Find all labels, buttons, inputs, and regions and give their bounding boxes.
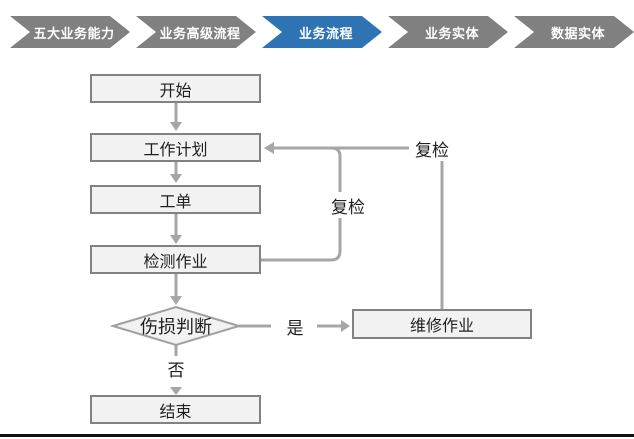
arrowhead-into-workorder: [170, 174, 182, 183]
flow-node-label: 结束: [159, 403, 192, 421]
nav-step-label: 业务实体: [424, 25, 479, 41]
arrowhead-into-inspection: [170, 235, 182, 244]
nav-step-label: 数据实体: [550, 25, 605, 41]
flow-node-damage-judgment: 伤损判断: [126, 315, 226, 337]
edge-label-recheck-outer: 复检: [409, 135, 455, 161]
flow-node-label: 开始: [159, 82, 192, 100]
arrowhead-into-workplan-top: [170, 122, 182, 131]
flow-node-inspection-job: 检测作业: [90, 245, 261, 274]
flow-node-start: 开始: [90, 74, 261, 103]
nav-step-high-level-process[interactable]: 业务高级流程: [136, 16, 256, 48]
flow-node-repair-job: 维修作业: [352, 309, 532, 339]
arrowhead-into-repair: [341, 320, 350, 332]
arrowhead-into-judgment: [170, 296, 182, 305]
flow-node-label: 检测作业: [143, 253, 208, 271]
nav-step-label: 业务流程: [298, 25, 353, 41]
bottom-border-rule: [0, 434, 634, 437]
flow-node-label: 工单: [159, 193, 192, 211]
flow-node-work-order: 工单: [90, 185, 261, 214]
nav-step-five-capabilities[interactable]: 五大业务能力: [10, 16, 130, 48]
nav-step-business-entity[interactable]: 业务实体: [388, 16, 508, 48]
nav-step-label: 五大业务能力: [33, 25, 115, 41]
flow-node-label: 工作计划: [143, 141, 208, 159]
edge-label-no: 否: [161, 356, 191, 380]
decision-diamond-shape: [109, 305, 243, 347]
nav-step-business-process[interactable]: 业务流程: [262, 16, 382, 48]
arrowhead-recheck-into-workplan: [264, 142, 274, 154]
edge-label-yes: 是: [280, 314, 310, 338]
flow-node-label: 维修作业: [409, 318, 474, 335]
edge-recheck-outer-loop: [274, 146, 444, 309]
flow-node-work-plan: 工作计划: [90, 133, 261, 162]
edge-label-recheck-inner: 复检: [326, 192, 370, 218]
flow-node-label: 伤损判断: [140, 317, 212, 337]
flow-node-end: 结束: [90, 395, 261, 424]
nav-step-data-entity[interactable]: 数据实体: [514, 16, 634, 48]
arrowhead-into-end: [170, 387, 182, 395]
nav-step-label: 业务高级流程: [159, 25, 241, 41]
